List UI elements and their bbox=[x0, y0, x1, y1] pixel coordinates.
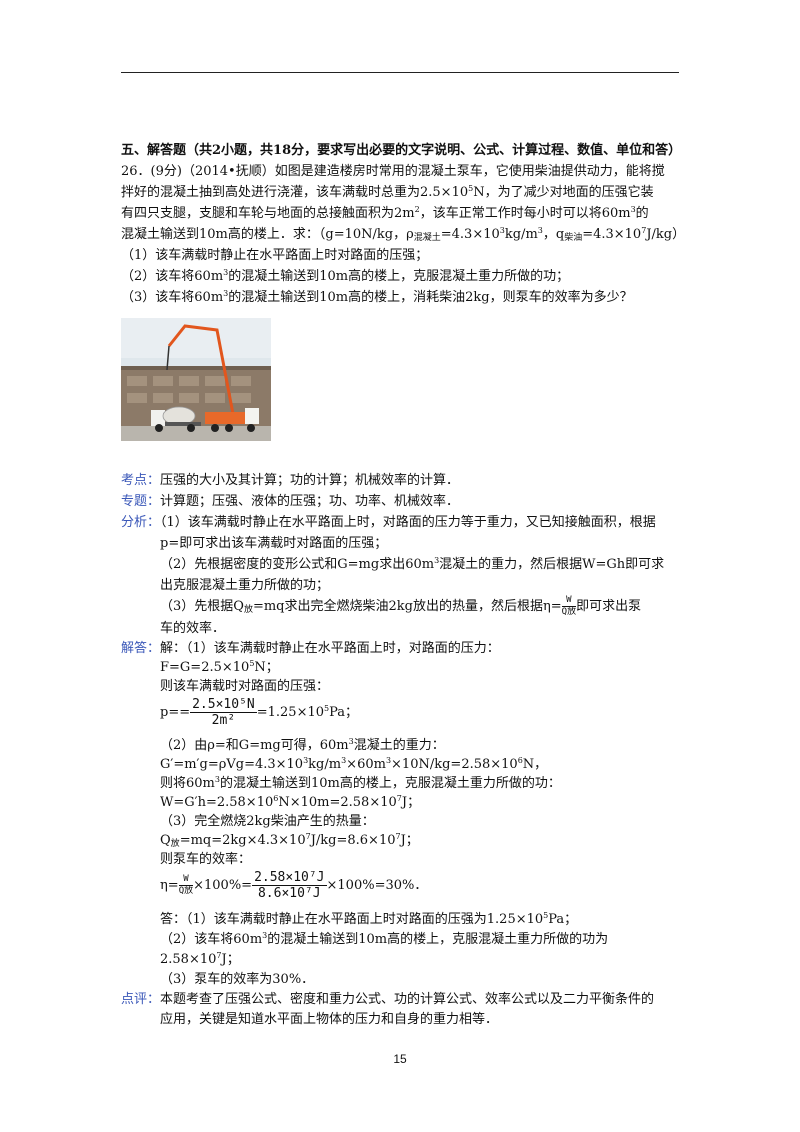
jieda-row: 解答：解：（1）该车满载时静止在水平路面上时，对路面的压力： bbox=[121, 641, 500, 656]
header-rule bbox=[121, 72, 679, 73]
dianping-line-2: 应用，关键是知道水平面上物体的压力和自身的重力相等． bbox=[160, 1012, 499, 1027]
section-title: 五、解答题（共2小题，共18分，要求写出必要的文字说明、公式、计算过程、数值、单… bbox=[121, 143, 682, 158]
jieda-line-5: （2）由ρ=和G=mg可得，60m3混凝土的重力： bbox=[160, 737, 445, 754]
kaodian-row: 考点：压强的大小及其计算；功的计算；机械效率的计算． bbox=[121, 473, 460, 488]
jieda-line-8: W=G′h=2.58×106N×10m=2.58×107J； bbox=[160, 794, 421, 811]
question-1: （1）该车满载时静止在水平路面上时对路面的压强； bbox=[121, 248, 429, 263]
fenxi-line-6: 车的效率． bbox=[160, 621, 226, 636]
dianping-row: 点评：本题考查了压强公式、密度和重力公式、功的计算公式、效率公式以及二力平衡条件… bbox=[121, 992, 655, 1007]
jieda-line-11: 则泵车的效率： bbox=[160, 852, 252, 867]
answer-line-2: （2）该车将60m3的混凝土输送到10m高的楼上，克服混凝土重力所做的功为 bbox=[160, 931, 609, 948]
question-2: （2）该车将60m3的混凝土输送到10m高的楼上，克服混凝土重力所做的功； bbox=[121, 268, 570, 285]
jieda-label: 解答： bbox=[121, 641, 161, 656]
jieda-line-6: G′=m′g=ρVg=4.3×103kg/m3×60m3×10N/kg=2.58… bbox=[160, 756, 548, 773]
fenxi-row: 分析：（1）该车满载时静止在水平路面上时，对路面的压力等于重力，又已知接触面积，… bbox=[121, 515, 656, 530]
jieda-line-3: 则该车满载时对路面的压强： bbox=[160, 679, 330, 694]
jieda-line-2: F=G=2.5×105N； bbox=[160, 659, 279, 676]
problem-line-3: 有四只支腿，支腿和车轮与地面的总接触面积为2m2，该车正常工作时每小时可以将60… bbox=[121, 205, 649, 222]
jieda-line-10: Q放=mq=2kg×4.3×107J/kg=8.6×107J； bbox=[160, 832, 419, 849]
problem-line-2: 拌好的混凝土抽到高处进行浇灌，该车满载时总重为2.5×105N，为了减少对地面的… bbox=[121, 184, 654, 201]
fenxi-line-2: p=即可求出该车满载时对路面的压强； bbox=[160, 536, 388, 551]
problem-line-1: 26．(9分)（2014•抚顺）如图是建造楼房时常用的混凝土泵车，它使用柴油提供… bbox=[121, 164, 665, 179]
answer-line-1: 答：（1）该车满载时静止在水平路面上时对路面的压强为1.25×105Pa； bbox=[160, 911, 578, 928]
concrete-pump-truck-photo bbox=[121, 318, 271, 441]
dianping-label: 点评： bbox=[121, 992, 161, 1007]
question-3: （3）该车将60m3的混凝土输送到10m高的楼上，消耗柴油2kg，则泵车的效率为… bbox=[121, 289, 633, 306]
jieda-line-7: 则将60m3的混凝土输送到10m高的楼上，克服混凝土重力所做的功： bbox=[160, 775, 561, 792]
fenxi-label: 分析： bbox=[121, 515, 161, 530]
jieda-line-9: （3）完全燃烧2kg柴油产生的热量： bbox=[160, 814, 375, 829]
kaodian-label: 考点： bbox=[121, 473, 161, 488]
answer-line-4: （3）泵车的效率为30%． bbox=[160, 972, 315, 987]
answer-line-3: 2.58×107J； bbox=[160, 951, 240, 968]
fenxi-line-3: （2）先根据密度的变形公式和G=mg求出60m3混凝土的重力，然后根据W=Gh即… bbox=[160, 556, 665, 573]
problem-line-4: 混凝土输送到10m高的楼上．求：（g=10N/kg，ρ混凝土=4.3×103kg… bbox=[121, 226, 686, 243]
zhuanti-label: 专题： bbox=[121, 494, 161, 509]
page-number: 15 bbox=[393, 1052, 407, 1066]
zhuanti-row: 专题：计算题；压强、液体的压强；功、功率、机械效率． bbox=[121, 494, 460, 509]
fenxi-line-4: 出克服混凝土重力所做的功； bbox=[160, 578, 330, 593]
